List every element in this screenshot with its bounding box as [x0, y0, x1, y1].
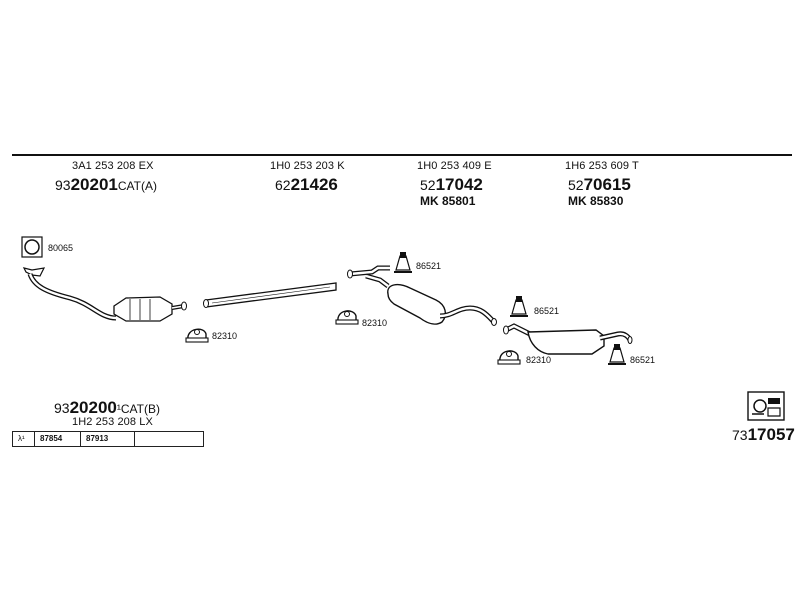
part-number-main: 17042	[435, 175, 483, 194]
lambda-sensor-table: λ¹ 87854 87913	[12, 431, 204, 447]
gasket-callout: 80065	[48, 243, 74, 253]
front-pipe-catalytic-converter	[22, 267, 187, 322]
part-number: 6221426	[275, 176, 338, 193]
oem-number: 1H0 253 409 E	[417, 160, 492, 172]
alt-part-number: 9320200¹CAT(B)	[54, 399, 160, 416]
clamp-callout: 82310	[362, 318, 388, 328]
middle-pipe	[203, 282, 337, 308]
clamp-callout: 82310	[526, 355, 552, 365]
hanger-callout: 86521	[416, 261, 442, 271]
clamp-icon	[335, 310, 359, 325]
part-number-main: 20201	[70, 175, 118, 194]
lambda-part-2: 87913	[81, 432, 135, 446]
part-number-main: 21426	[290, 175, 338, 194]
clamp-icon	[185, 328, 209, 343]
hanger-callout: 86521	[630, 355, 656, 365]
part-number-prefix: 52	[420, 177, 436, 193]
middle-silencer	[347, 265, 497, 326]
lambda-part-1: 87854	[35, 432, 81, 446]
kit-code-prefix: 73	[732, 427, 748, 443]
part-number: 5217042	[420, 176, 483, 193]
clamp-icon	[497, 350, 521, 365]
kit-code: 7317057	[732, 426, 795, 443]
rubber-hanger-icon	[510, 296, 528, 317]
part-number-prefix: 52	[568, 177, 584, 193]
alt-part-prefix: 93	[54, 400, 70, 416]
rear-silencer	[503, 323, 633, 355]
rubber-hanger-icon	[608, 344, 626, 365]
clamp-callout: 82310	[212, 331, 238, 341]
alt-part-suffix: ¹CAT(B)	[116, 402, 160, 416]
rubber-hanger-icon	[394, 252, 412, 273]
alt-oem-number: 1H2 253 208 LX	[72, 416, 153, 428]
mk-number: MK 85830	[568, 194, 624, 208]
part-number-suffix: CAT(A)	[117, 179, 157, 193]
alt-part-main: 20200	[69, 398, 117, 417]
mk-number: MK 85801	[420, 194, 476, 208]
oem-number: 3A1 253 208 EX	[72, 160, 154, 172]
kit-code-main: 17057	[747, 425, 795, 444]
part-number-prefix: 62	[275, 177, 291, 193]
kit-box-icon	[747, 391, 785, 421]
part-number-prefix: 93	[55, 177, 71, 193]
hanger-callout: 86521	[534, 306, 560, 316]
oem-number: 1H0 253 203 K	[270, 160, 345, 172]
lambda-part-3	[135, 432, 203, 446]
gasket-icon	[21, 236, 43, 258]
part-number: 9320201CAT(A)	[55, 176, 157, 193]
lambda-symbol: λ¹	[13, 432, 35, 446]
part-number: 5270615	[568, 176, 631, 193]
part-number-main: 70615	[583, 175, 631, 194]
oem-number: 1H6 253 609 T	[565, 160, 639, 172]
